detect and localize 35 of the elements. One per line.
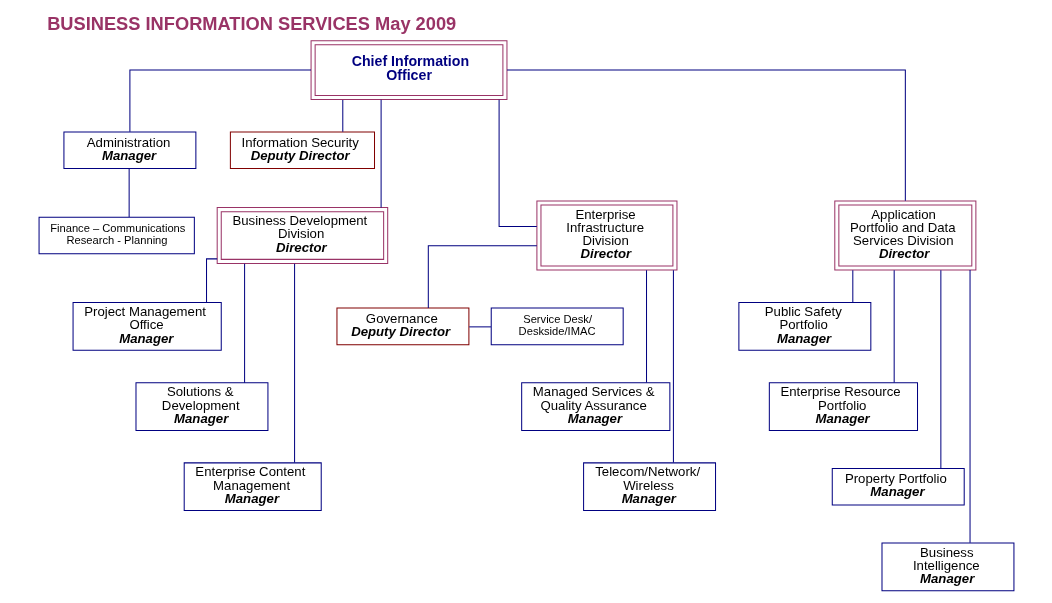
- node-box: Property Portfolio Manager: [831, 467, 965, 506]
- connector: [969, 269, 971, 544]
- node-box: Enterprise Infrastructure Division Director: [535, 200, 677, 271]
- connector: [427, 245, 537, 309]
- connector: [498, 99, 537, 227]
- node-box: Governance Deputy Director: [335, 307, 469, 346]
- node-box: Finance – Communications Research - Planning: [38, 216, 195, 255]
- node-box: Chief Information Officer: [310, 40, 507, 101]
- node-box: Information Security Deputy Director: [229, 131, 375, 170]
- connector: [468, 326, 491, 328]
- node-box: Enterprise Resource Portfolio Manager: [768, 382, 918, 431]
- connector: [293, 263, 295, 464]
- connector: [851, 269, 853, 303]
- node-box: Business Intelligence Manager: [881, 542, 1014, 592]
- connector: [341, 99, 343, 133]
- node-box: Telecom/Network/ Wireless Manager: [582, 462, 716, 512]
- connector: [645, 269, 647, 383]
- connector: [506, 69, 906, 202]
- connector: [205, 258, 218, 303]
- connector: [939, 269, 941, 469]
- node-box: Solutions & Development Manager: [135, 382, 268, 431]
- connector: [128, 69, 311, 133]
- connector: [243, 263, 245, 384]
- node-box: Project Management Office Manager: [72, 302, 222, 351]
- node-box: Public Safety Portfolio Manager: [737, 302, 871, 351]
- connector: [128, 168, 130, 218]
- node-box: Application Portfolio and Data Services Division Director: [833, 200, 976, 271]
- node-box: Service Desk/ Deskside/IMAC: [490, 307, 624, 346]
- node-box: Business Development Division Director: [216, 207, 388, 264]
- connector: [672, 269, 674, 464]
- node-box: Administration Manager: [62, 131, 196, 170]
- node-box: Managed Services & Quality Assurance Manager: [520, 382, 670, 431]
- connector: [893, 269, 895, 383]
- diagram-title: BUSINESS INFORMATION SERVICES May 2009: [46, 12, 456, 34]
- node-box: Enterprise Content Management Manager: [183, 462, 322, 512]
